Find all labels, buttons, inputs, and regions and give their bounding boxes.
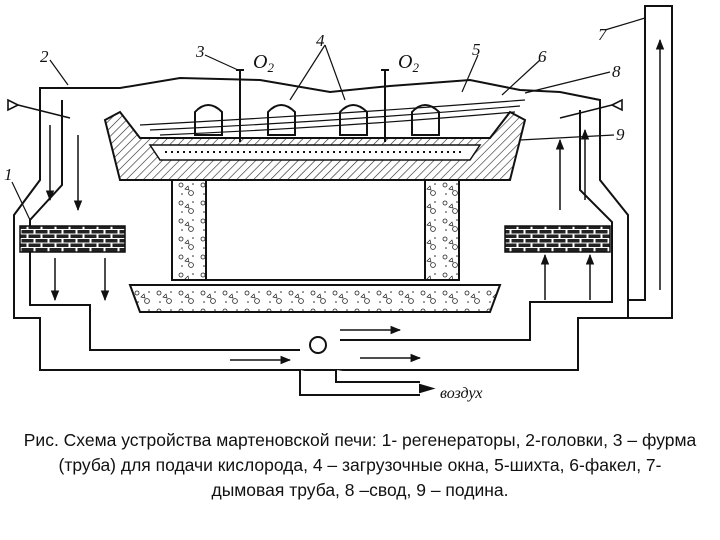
oxygen-lances xyxy=(236,69,389,142)
flame xyxy=(139,99,526,136)
chimney xyxy=(628,5,673,319)
label-o2-left: O2 xyxy=(253,51,274,75)
left-head-channel xyxy=(29,100,300,351)
right-head-channel xyxy=(340,110,613,341)
label-4: 4 xyxy=(316,31,325,50)
label-air: воздух xyxy=(440,385,482,402)
label-1: 1 xyxy=(4,165,13,184)
reversing-valve xyxy=(299,336,436,396)
left-regenerator-checker xyxy=(19,225,126,253)
outer-shell xyxy=(13,76,629,371)
label-9: 9 xyxy=(616,125,625,144)
figure-caption: Рис. Схема устройства мартеновской печи:… xyxy=(23,430,697,500)
foundation xyxy=(128,284,502,313)
label-7: 7 xyxy=(598,25,608,44)
label-3: 3 xyxy=(195,42,205,61)
right-column xyxy=(424,179,460,281)
label-2: 2 xyxy=(40,47,49,66)
label-o2-right: O2 xyxy=(398,51,419,75)
flow-arrows xyxy=(45,38,665,365)
label-8: 8 xyxy=(612,62,621,81)
label-5: 5 xyxy=(472,40,481,59)
left-column xyxy=(171,179,207,281)
leader-lines xyxy=(11,17,646,221)
label-6: 6 xyxy=(538,47,547,66)
under-hearth-chamber xyxy=(205,179,426,281)
right-regenerator-checker xyxy=(504,225,611,253)
burners xyxy=(7,98,623,119)
